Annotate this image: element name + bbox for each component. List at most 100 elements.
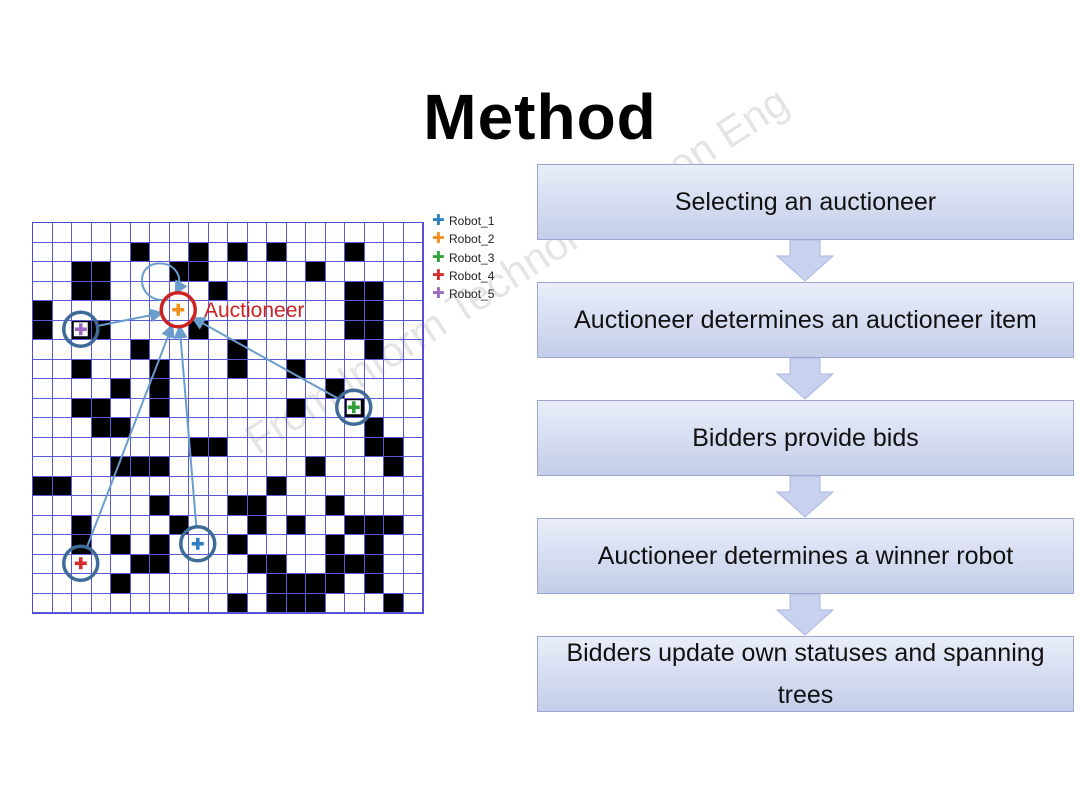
free-cell xyxy=(403,515,423,535)
free-cell xyxy=(33,340,53,360)
free-cell xyxy=(325,301,345,321)
free-cell xyxy=(208,242,228,262)
free-cell xyxy=(267,535,287,555)
plus-icon: ✚ xyxy=(432,285,445,303)
legend-item-robot_5: ✚Robot_5 xyxy=(432,285,494,303)
free-cell xyxy=(228,379,248,399)
free-cell xyxy=(247,301,267,321)
obstacle-cell xyxy=(150,457,170,477)
free-cell xyxy=(247,262,267,282)
free-cell xyxy=(345,457,365,477)
obstacle-cell xyxy=(384,515,404,535)
obstacle-cell xyxy=(169,515,189,535)
free-cell xyxy=(52,515,72,535)
free-cell xyxy=(384,301,404,321)
obstacle-cell xyxy=(286,359,306,379)
obstacle-cell xyxy=(52,476,72,496)
free-cell xyxy=(208,593,228,613)
down-arrow-icon xyxy=(775,594,835,636)
free-cell xyxy=(364,242,384,262)
free-cell xyxy=(247,574,267,594)
obstacle-cell xyxy=(325,574,345,594)
obstacle-cell xyxy=(130,242,150,262)
free-cell xyxy=(364,359,384,379)
obstacle-cell xyxy=(228,359,248,379)
free-cell xyxy=(150,418,170,438)
free-cell xyxy=(345,359,365,379)
free-cell xyxy=(384,340,404,360)
free-cell xyxy=(169,476,189,496)
free-cell xyxy=(52,262,72,282)
free-cell xyxy=(169,574,189,594)
free-cell xyxy=(72,574,92,594)
free-cell xyxy=(325,398,345,418)
free-cell xyxy=(189,223,209,243)
free-cell xyxy=(91,301,111,321)
free-cell xyxy=(189,379,209,399)
obstacle-cell xyxy=(247,496,267,516)
robot-marker-robot_5 xyxy=(62,310,100,348)
free-cell xyxy=(169,554,189,574)
free-cell xyxy=(247,476,267,496)
free-cell xyxy=(267,281,287,301)
free-cell xyxy=(189,476,209,496)
obstacle-cell xyxy=(267,242,287,262)
obstacle-cell xyxy=(345,301,365,321)
free-cell xyxy=(150,223,170,243)
free-cell xyxy=(52,554,72,574)
free-cell xyxy=(364,476,384,496)
free-cell xyxy=(306,223,326,243)
free-cell xyxy=(208,574,228,594)
grid-map xyxy=(32,222,424,614)
free-cell xyxy=(325,223,345,243)
free-cell xyxy=(52,457,72,477)
free-cell xyxy=(189,359,209,379)
robot-ring xyxy=(335,388,373,426)
free-cell xyxy=(52,281,72,301)
free-cell xyxy=(247,320,267,340)
legend-item-robot_1: ✚Robot_1 xyxy=(432,212,494,230)
obstacle-cell xyxy=(228,496,248,516)
free-cell xyxy=(111,281,131,301)
free-cell xyxy=(228,437,248,457)
obstacle-cell xyxy=(345,281,365,301)
free-cell xyxy=(169,398,189,418)
free-cell xyxy=(208,496,228,516)
free-cell xyxy=(130,574,150,594)
free-cell xyxy=(306,535,326,555)
free-cell xyxy=(286,301,306,321)
free-cell xyxy=(306,379,326,399)
flow-step-4: Auctioneer determines a winner robot xyxy=(537,518,1074,594)
free-cell xyxy=(130,593,150,613)
free-cell xyxy=(91,379,111,399)
free-cell xyxy=(33,359,53,379)
free-cell xyxy=(111,242,131,262)
plus-icon: ✚ xyxy=(432,230,445,248)
obstacle-cell xyxy=(111,535,131,555)
obstacle-cell xyxy=(325,554,345,574)
free-cell xyxy=(325,242,345,262)
free-cell xyxy=(150,515,170,535)
free-cell xyxy=(72,437,92,457)
obstacle-cell xyxy=(364,515,384,535)
free-cell xyxy=(364,262,384,282)
free-cell xyxy=(286,281,306,301)
free-cell xyxy=(403,457,423,477)
obstacle-cell xyxy=(384,457,404,477)
free-cell xyxy=(228,515,248,535)
free-cell xyxy=(325,593,345,613)
free-cell xyxy=(208,398,228,418)
free-cell xyxy=(52,320,72,340)
free-cell xyxy=(91,515,111,535)
free-cell xyxy=(384,496,404,516)
free-cell xyxy=(111,301,131,321)
obstacle-cell xyxy=(364,320,384,340)
free-cell xyxy=(325,359,345,379)
obstacle-cell xyxy=(72,515,92,535)
free-cell xyxy=(150,437,170,457)
free-cell xyxy=(169,340,189,360)
free-cell xyxy=(306,301,326,321)
free-cell xyxy=(364,496,384,516)
obstacle-cell xyxy=(72,262,92,282)
